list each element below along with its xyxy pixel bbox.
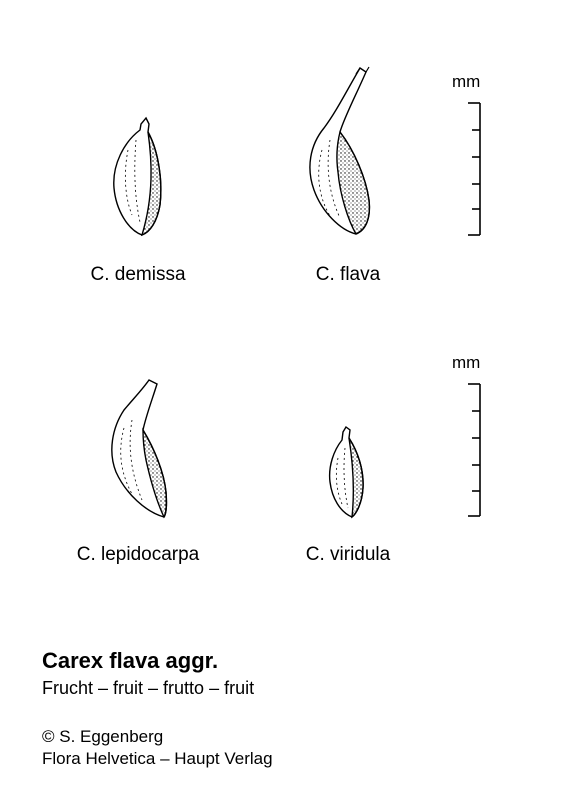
caption-subtitle: Frucht – fruit – frutto – fruit (42, 678, 255, 698)
publisher-credit: Flora Helvetica – Haupt Verlag (42, 749, 273, 768)
scale-bar-top (468, 102, 481, 236)
fruit-viridula-drawing (328, 425, 364, 519)
label-lepidocarpa: C. lepidocarpa (76, 544, 200, 565)
label-demissa: C. demissa (90, 264, 186, 285)
fruit-demissa-drawing (113, 116, 162, 237)
copyright-credit: © S. Eggenberg (42, 727, 164, 746)
scale-unit-bottom: mm (452, 353, 481, 372)
caption-title: Carex flava aggr. (42, 648, 219, 673)
scale-unit-top: mm (452, 72, 481, 91)
label-flava: C. flava (315, 264, 381, 285)
fruit-flava-drawing (309, 66, 371, 235)
scale-bar-bottom (468, 383, 481, 517)
fruit-lepidocarpa-drawing (111, 379, 168, 519)
label-viridula: C. viridula (305, 544, 391, 565)
